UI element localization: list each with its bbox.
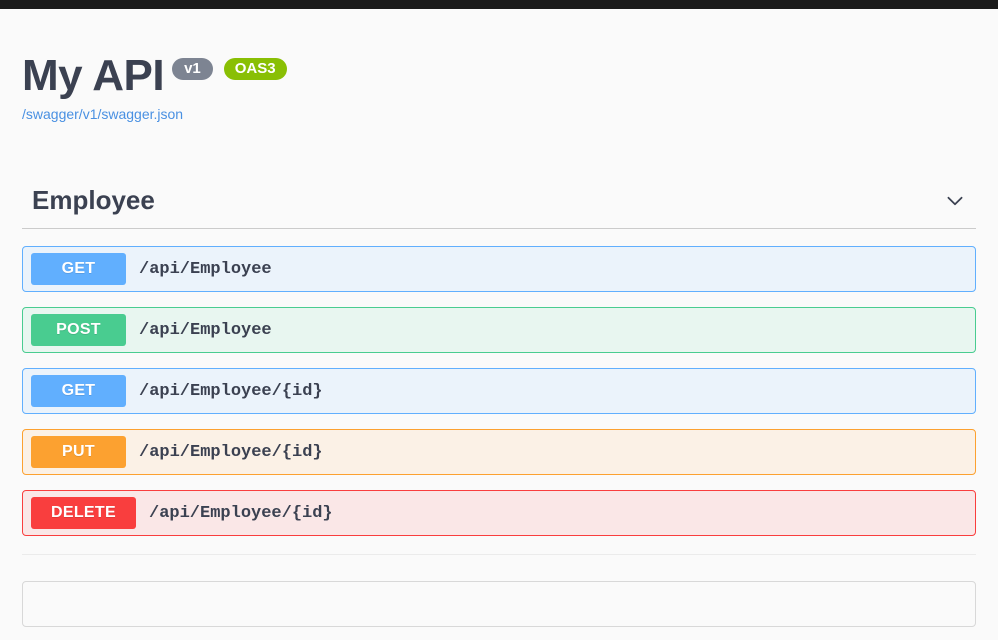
operation-row[interactable]: GET /api/Employee/{id}	[22, 368, 976, 414]
next-section-placeholder[interactable]	[22, 581, 976, 627]
top-bar	[0, 0, 998, 9]
tag-header-employee[interactable]: Employee	[22, 185, 976, 229]
method-badge-get: GET	[31, 375, 126, 407]
api-title-row: My API v1 OAS3	[22, 53, 976, 99]
page-title: My API	[22, 53, 164, 99]
operation-path: /api/Employee/{id}	[139, 382, 323, 401]
oas-version-badge: OAS3	[224, 58, 287, 80]
operation-path: /api/Employee	[139, 321, 272, 340]
operation-path: /api/Employee	[139, 260, 272, 279]
operations-list: GET /api/Employee POST /api/Employee GET…	[22, 246, 976, 536]
operation-row[interactable]: GET /api/Employee	[22, 246, 976, 292]
tag-section-employee: Employee GET /api/Employee POST /api/Emp…	[0, 185, 998, 536]
operation-path: /api/Employee/{id}	[149, 504, 333, 523]
spec-url-link[interactable]: /swagger/v1/swagger.json	[22, 106, 976, 122]
operation-row[interactable]: DELETE /api/Employee/{id}	[22, 490, 976, 536]
operation-path: /api/Employee/{id}	[139, 443, 323, 462]
api-info-block: My API v1 OAS3 /swagger/v1/swagger.json	[0, 9, 998, 122]
method-badge-get: GET	[31, 253, 126, 285]
swagger-ui-page: My API v1 OAS3 /swagger/v1/swagger.json …	[0, 9, 998, 627]
method-badge-put: PUT	[31, 436, 126, 468]
method-badge-post: POST	[31, 314, 126, 346]
method-badge-delete: DELETE	[31, 497, 136, 529]
chevron-down-icon[interactable]	[944, 190, 966, 212]
tag-title: Employee	[32, 185, 155, 216]
operation-row[interactable]: PUT /api/Employee/{id}	[22, 429, 976, 475]
section-divider	[22, 554, 976, 555]
version-badge: v1	[172, 58, 213, 80]
operation-row[interactable]: POST /api/Employee	[22, 307, 976, 353]
